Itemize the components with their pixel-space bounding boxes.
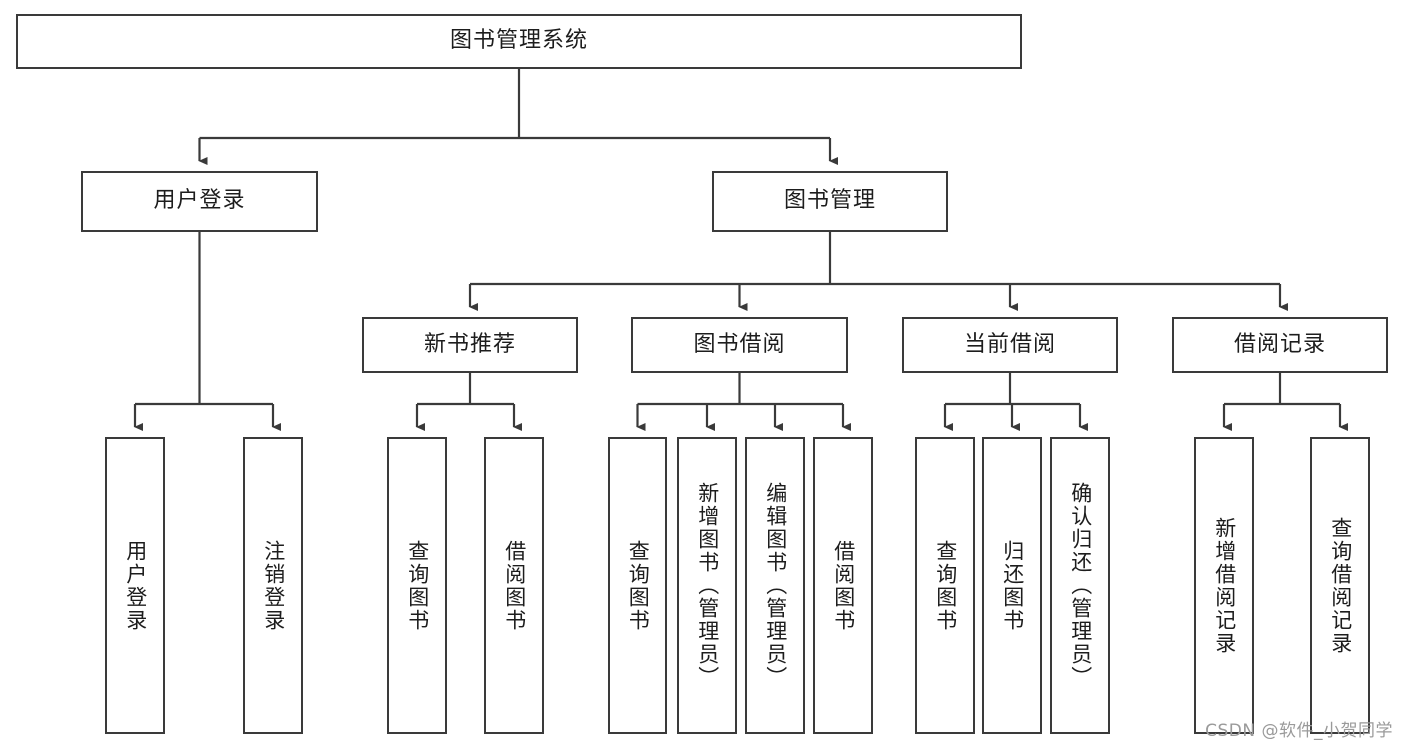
level3-node-new-book-rec: 新书推荐 <box>362 317 578 373</box>
leaf-node-leaf-add-book: 新增图书（管理员） <box>677 437 737 734</box>
node-label: 查询借阅记录 <box>1328 516 1353 655</box>
node-label: 图书借阅 <box>693 331 786 357</box>
level3-node-book-borrow: 图书借阅 <box>631 317 848 373</box>
level3-node-borrow-record: 借阅记录 <box>1172 317 1388 373</box>
leaf-node-leaf-logout: 注销登录 <box>243 437 303 734</box>
level2-node-book-manage: 图书管理 <box>712 171 948 232</box>
node-label: 图书管理系统 <box>449 28 588 54</box>
node-label: 查询图书 <box>933 539 958 632</box>
node-label: 借阅图书 <box>831 539 856 632</box>
node-label: 图书管理 <box>783 188 876 214</box>
node-label: 确认归还（管理员） <box>1068 482 1093 689</box>
node-label: 注销登录 <box>261 539 286 632</box>
level2-node-user-login: 用户登录 <box>81 171 318 232</box>
leaf-node-leaf-query-book-1: 查询图书 <box>387 437 447 734</box>
leaf-node-leaf-return-book: 归还图书 <box>982 437 1042 734</box>
leaf-node-leaf-user-login: 用户登录 <box>105 437 165 734</box>
leaf-node-leaf-borrow-book-1: 借阅图书 <box>484 437 544 734</box>
leaf-node-leaf-confirm-return: 确认归还（管理员） <box>1050 437 1110 734</box>
node-label: 查询图书 <box>626 539 651 632</box>
node-label: 当前借阅 <box>963 331 1056 357</box>
node-label: 查询图书 <box>405 539 430 632</box>
leaf-node-leaf-edit-book: 编辑图书（管理员） <box>745 437 805 734</box>
node-label: 借阅图书 <box>502 539 527 632</box>
level3-node-current-borrow: 当前借阅 <box>902 317 1118 373</box>
node-label: 归还图书 <box>1000 539 1025 632</box>
leaf-node-leaf-query-book-2: 查询图书 <box>608 437 667 734</box>
node-label: 新增借阅记录 <box>1212 516 1237 655</box>
node-label: 借阅记录 <box>1233 331 1326 357</box>
leaf-node-leaf-query-record: 查询借阅记录 <box>1310 437 1370 734</box>
node-label: 新增图书（管理员） <box>695 482 720 689</box>
node-label: 用户登录 <box>123 539 148 632</box>
root-node: 图书管理系统 <box>16 14 1022 69</box>
node-label: 新书推荐 <box>423 331 516 357</box>
csdn-watermark: CSDN @软件_小贺同学 <box>1205 721 1393 741</box>
leaf-node-leaf-add-record: 新增借阅记录 <box>1194 437 1254 734</box>
node-label: 编辑图书（管理员） <box>763 482 788 689</box>
leaf-node-leaf-borrow-book-2: 借阅图书 <box>813 437 873 734</box>
node-label: 用户登录 <box>153 188 246 214</box>
leaf-node-leaf-query-book-3: 查询图书 <box>915 437 975 734</box>
